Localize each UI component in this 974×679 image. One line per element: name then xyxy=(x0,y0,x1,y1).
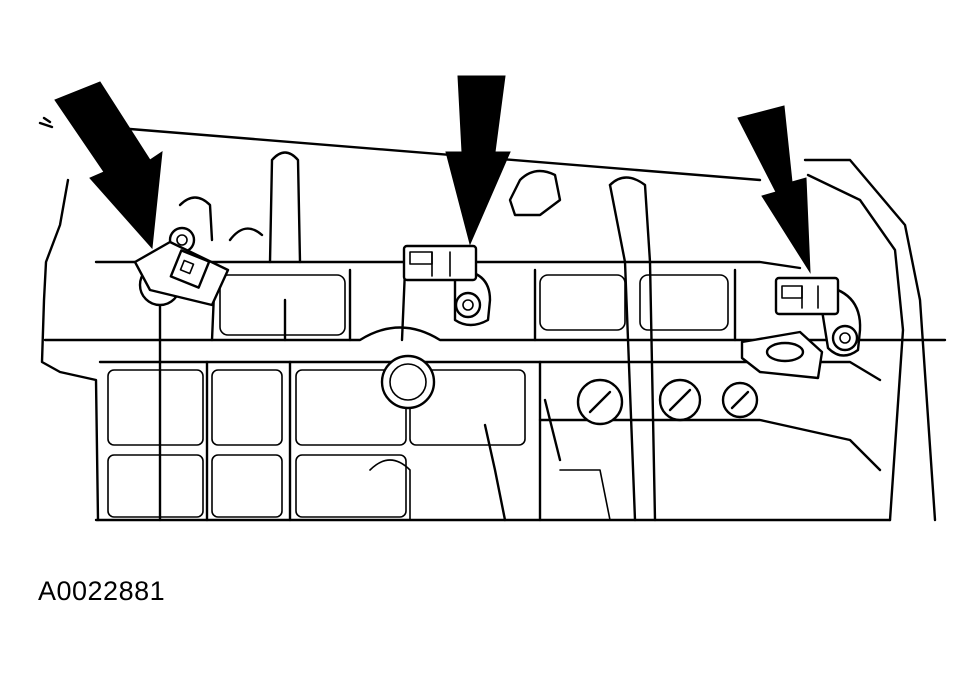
arrow-right xyxy=(737,105,811,274)
figure-reference-id: A0022881 xyxy=(38,576,166,606)
sensor-middle xyxy=(402,244,492,327)
arrow-middle xyxy=(445,75,511,246)
sensor-right xyxy=(774,276,862,357)
transmission-sensor-illustration xyxy=(38,75,947,522)
arrow-left xyxy=(54,81,163,250)
sensor-left xyxy=(133,226,230,307)
transmission-case xyxy=(38,116,947,522)
